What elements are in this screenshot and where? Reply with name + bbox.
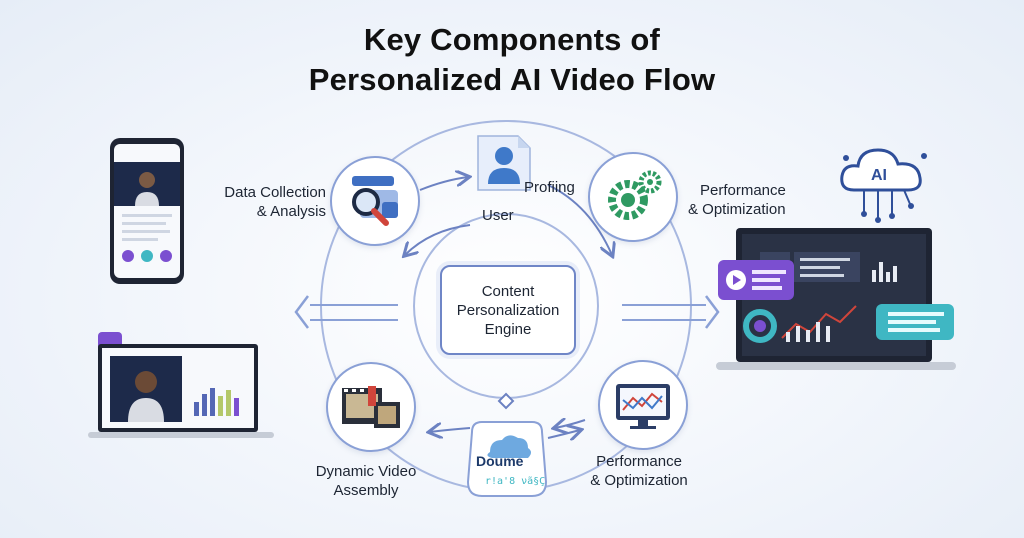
center-line-3: Engine <box>484 320 532 338</box>
arrow-perf-to-cloud <box>555 420 586 428</box>
center-line-2: Personalization <box>456 301 560 319</box>
performance-top-line-1: Performance <box>700 182 786 199</box>
arrow-cloud-to-perf <box>547 430 580 438</box>
arrow-user-to-left <box>405 224 471 255</box>
gears-icon <box>608 170 662 220</box>
dynamic-video-line-2: Assembly <box>333 482 399 499</box>
performance-bottom-line-1: Performance <box>596 453 682 470</box>
laptop-device <box>88 332 274 438</box>
performance-top-line-2: & Optimization <box>688 201 786 218</box>
user-icon <box>477 135 531 191</box>
dashboard-laptop <box>716 228 956 370</box>
data-collection-line-1: Data Collection <box>224 184 326 201</box>
data-collection-line-2: & Analysis <box>256 203 326 220</box>
data-collection-node <box>330 156 420 246</box>
performance-bottom-line-2: & Optimization <box>590 472 688 489</box>
magnifier-icon <box>352 176 398 226</box>
title-line-2: Personalized AI Video Flow <box>308 62 716 97</box>
left-arrow-head <box>294 295 309 329</box>
content-personalization-engine: Content Personalization Engine <box>440 265 576 355</box>
arrow-data-to-user <box>419 177 468 191</box>
performance-bottom-node <box>598 360 688 450</box>
profiling-label: Profiing <box>524 179 575 196</box>
performance-top-label: Performance & Optimization <box>688 181 786 219</box>
ai-cloud-icon <box>840 148 927 223</box>
diamond-marker <box>497 392 515 410</box>
cloud-label: Doume <box>476 453 524 469</box>
dynamic-video-label: Dynamic Video Assembly <box>311 462 421 500</box>
user-label: User <box>482 207 514 224</box>
data-collection-label: Data Collection & Analysis <box>208 183 326 221</box>
ai-cloud-label: AI <box>871 167 887 184</box>
center-line-1: Content <box>481 282 535 300</box>
dynamic-video-line-1: Dynamic Video <box>315 463 417 480</box>
film-icon <box>342 386 400 428</box>
cloud-icon <box>466 421 548 497</box>
phone-device <box>110 138 184 284</box>
arrow-cloud-to-video <box>430 428 471 432</box>
title-line-1: Key Components of <box>363 22 661 57</box>
arrow-user-to-engine <box>547 184 612 255</box>
performance-bottom-label: Performance & Optimization <box>578 452 700 490</box>
chart-monitor-icon <box>616 384 670 429</box>
cloud-sublabel: r!a'8 νã§Ç <box>485 476 546 487</box>
performance-top-node <box>588 152 678 242</box>
dynamic-video-node <box>326 362 416 452</box>
right-arrow-head <box>705 295 720 329</box>
